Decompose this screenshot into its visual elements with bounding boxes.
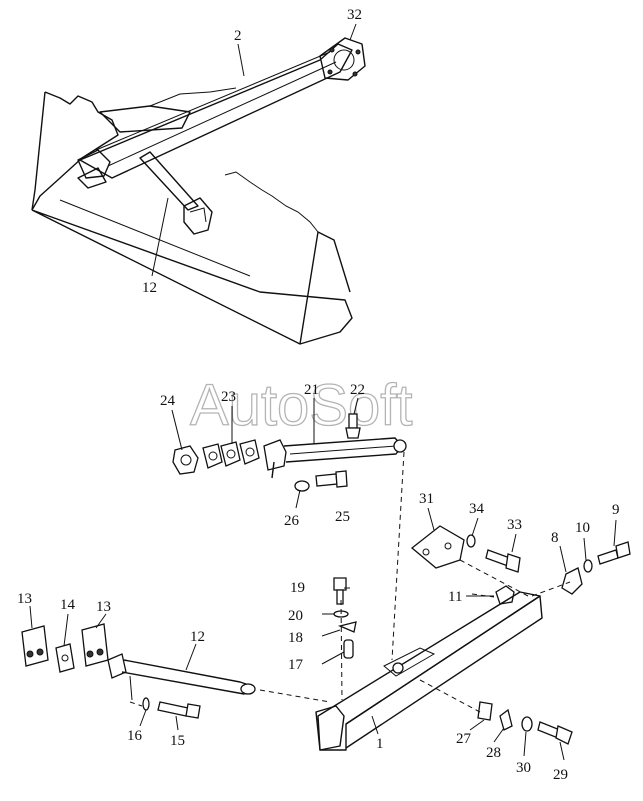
callout-32: 32 xyxy=(347,7,362,23)
part-17-pin xyxy=(343,639,354,659)
part-29-bolt xyxy=(537,721,573,745)
callout-21: 21 xyxy=(304,382,319,398)
callout-labels: 32 2 12 24 23 21 22 26 25 31 34 33 8 10 … xyxy=(17,7,620,783)
callout-12-upper: 12 xyxy=(142,280,157,296)
push-frame-2 xyxy=(77,37,366,189)
part-13-shim-right xyxy=(81,623,109,667)
part-28-clip xyxy=(499,708,513,731)
callout-15: 15 xyxy=(170,733,185,749)
callout-34: 34 xyxy=(469,501,485,517)
callout-17: 17 xyxy=(288,657,304,673)
part-33-bolt xyxy=(485,549,521,573)
callout-14: 14 xyxy=(60,597,76,613)
callout-12-lower: 12 xyxy=(190,629,205,645)
part-23-shims xyxy=(202,439,260,469)
assembly-lines xyxy=(129,451,571,713)
part-31-bracket xyxy=(410,525,465,569)
callout-30: 30 xyxy=(516,760,531,776)
callout-24: 24 xyxy=(160,393,176,409)
part-14-plate xyxy=(55,643,75,673)
callout-9: 9 xyxy=(612,502,620,518)
callout-8: 8 xyxy=(551,530,559,546)
brace-12-upper xyxy=(139,151,213,235)
part-19-bolt xyxy=(333,577,347,605)
part-12-brace-lower xyxy=(107,653,256,701)
callout-22: 22 xyxy=(350,382,365,398)
blade-assembly xyxy=(31,91,353,345)
callout-27: 27 xyxy=(456,731,472,747)
part-13-shim-left xyxy=(21,625,49,667)
callout-20: 20 xyxy=(288,608,303,624)
leader-lines xyxy=(29,23,617,761)
callout-13-left: 13 xyxy=(17,591,32,607)
part-25-bolt xyxy=(315,470,348,488)
callout-31: 31 xyxy=(419,491,434,507)
part-8-clip xyxy=(561,567,583,595)
part-22-grease-fitting xyxy=(345,413,361,439)
callout-29: 29 xyxy=(553,767,568,783)
part-9-bolt xyxy=(597,541,631,565)
watermark: AutoSoft xyxy=(190,373,412,438)
part-30-washer xyxy=(521,716,533,732)
part-27-sleeve xyxy=(477,701,493,721)
callout-26: 26 xyxy=(284,513,300,529)
callout-13-right: 13 xyxy=(96,599,111,615)
part-18-pin xyxy=(337,621,357,633)
callout-11: 11 xyxy=(448,589,462,605)
trunnion-32 xyxy=(319,37,366,81)
callout-16: 16 xyxy=(127,728,143,744)
callout-33: 33 xyxy=(507,517,522,533)
part-34-washer xyxy=(466,534,476,548)
callout-23: 23 xyxy=(221,389,236,405)
callout-18: 18 xyxy=(288,630,303,646)
callout-1: 1 xyxy=(376,736,384,752)
part-15-bolt xyxy=(157,701,201,719)
part-24-nut xyxy=(172,445,199,475)
callout-28: 28 xyxy=(486,745,501,761)
part-10-washer xyxy=(583,559,593,573)
part-16-washer xyxy=(142,697,150,711)
callout-19: 19 xyxy=(290,580,305,596)
callout-25: 25 xyxy=(335,509,350,525)
callout-2: 2 xyxy=(234,28,242,44)
part-21-turnbuckle xyxy=(263,437,407,479)
callout-10: 10 xyxy=(575,520,590,536)
part-26-washer xyxy=(294,480,310,492)
